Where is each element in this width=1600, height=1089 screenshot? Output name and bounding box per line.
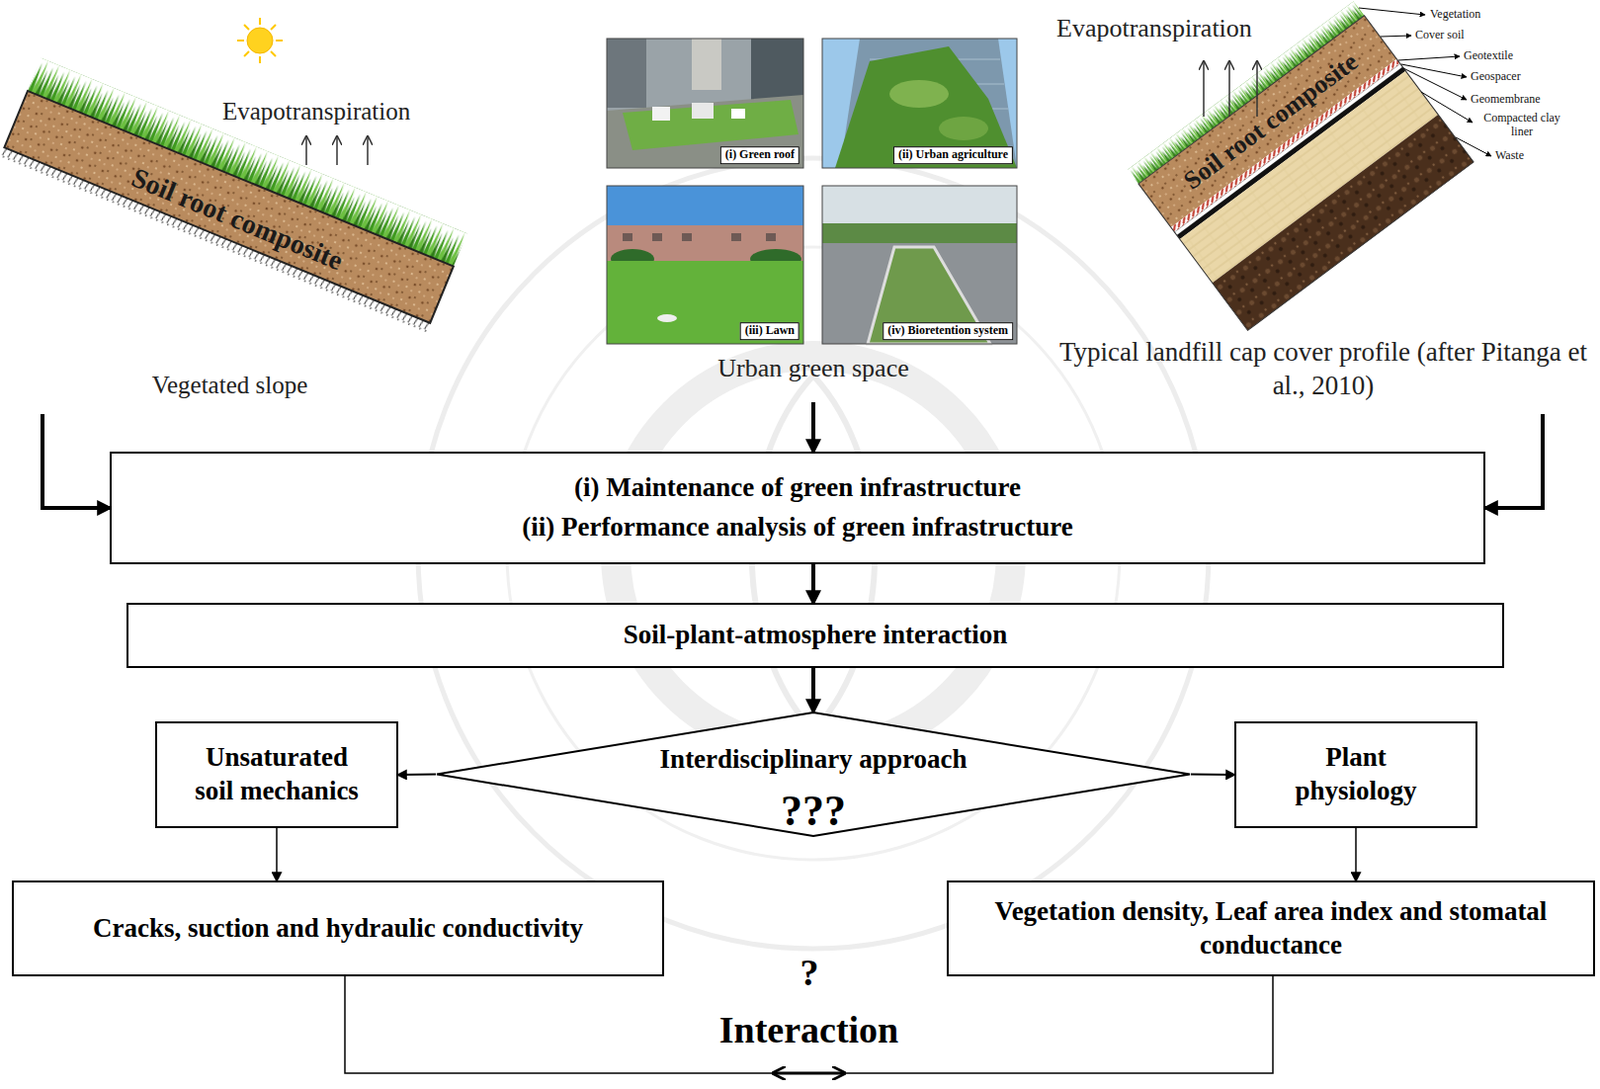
layer-label: Geospacer xyxy=(1470,70,1521,85)
connector-line xyxy=(811,668,816,712)
layer-label: Cover soil xyxy=(1415,28,1465,43)
diamond-text: ??? xyxy=(780,787,846,836)
layer-label: Vegetation xyxy=(1430,7,1481,22)
layer-title: Soil root composite xyxy=(1178,47,1364,197)
connector xyxy=(1485,414,1543,508)
photo-caption: (ii) Urban agriculture xyxy=(893,146,1013,165)
photo-caption: (i) Green roof xyxy=(720,146,800,165)
process-label: Evapotranspiration xyxy=(222,97,411,127)
process-box: Plant physiology xyxy=(1234,721,1478,829)
process-label: Evapotranspiration xyxy=(1056,13,1253,44)
connector-line xyxy=(811,564,816,603)
layer-label: Waste xyxy=(1495,149,1524,164)
connector-line xyxy=(1354,828,1357,881)
layer-label: Compacted clay liner xyxy=(1476,111,1568,140)
panel-caption: Urban green space xyxy=(717,351,909,385)
landfill-profile xyxy=(1127,0,1492,331)
process-box: Cracks, suction and hydraulic conductivi… xyxy=(11,880,665,977)
illustration-panel: Urban green space xyxy=(606,34,1020,403)
sun xyxy=(237,17,283,64)
connector-line xyxy=(275,828,278,881)
evaporation-arrows xyxy=(1203,61,1258,117)
connector xyxy=(276,828,278,881)
layer-label: Geotextile xyxy=(1463,49,1514,64)
edge-label: Interaction xyxy=(719,1009,900,1053)
connector-line xyxy=(1190,773,1235,777)
connector-line xyxy=(42,414,110,508)
connector xyxy=(1190,773,1235,776)
box-text: Vegetation density, Leaf area index and … xyxy=(968,895,1574,963)
photo-urban-agriculture xyxy=(822,38,1017,169)
panel-caption: Typical landfill cap cover profile (afte… xyxy=(1056,335,1591,404)
photo-bioretention xyxy=(822,185,1017,344)
decision-diamond: Interdisciplinary approach??? xyxy=(435,711,1191,838)
connector xyxy=(398,773,436,776)
double-arrow xyxy=(773,1072,845,1076)
evaporation-arrows xyxy=(306,136,368,166)
connector xyxy=(42,414,110,508)
box-text: Soil-plant-atmosphere interaction xyxy=(623,618,1009,653)
photo-lawn xyxy=(606,185,804,344)
process-box: Soil-plant-atmosphere interaction xyxy=(126,602,1505,669)
box-text: (ii) Performance analysis of green infra… xyxy=(521,510,1074,545)
box-text: Plant physiology xyxy=(1270,741,1441,809)
connector xyxy=(1355,828,1357,881)
layer-label: Geomembrane xyxy=(1470,92,1541,107)
layer-title: Soil root composite xyxy=(126,162,347,278)
photo-caption: (iii) Lawn xyxy=(740,322,800,340)
question-mark: ? xyxy=(800,951,820,996)
process-box: Unsaturated soil mechanics xyxy=(155,721,399,829)
diamond-text: Interdisciplinary approach xyxy=(660,745,968,775)
connector xyxy=(813,402,815,452)
connector-line xyxy=(811,402,816,452)
photo-green-roof xyxy=(606,38,804,169)
box-text: Cracks, suction and hydraulic conductivi… xyxy=(92,912,584,946)
diamond-shape xyxy=(436,712,1190,837)
photo-caption: (iv) Bioretention system xyxy=(882,322,1013,340)
box-text: (i) Maintenance of green infrastructure xyxy=(574,471,1021,506)
connector xyxy=(813,564,815,603)
panel-caption: Vegetated slope xyxy=(152,369,309,402)
process-box: Vegetation density, Leaf area index and … xyxy=(946,880,1596,977)
connector-line xyxy=(398,773,436,777)
connector-line xyxy=(1485,414,1543,508)
connector xyxy=(813,668,815,712)
vegetated-slope xyxy=(0,17,468,333)
box-text: Unsaturated soil mechanics xyxy=(191,741,362,809)
process-box: (i) Maintenance of green infrastructure (… xyxy=(109,451,1486,565)
